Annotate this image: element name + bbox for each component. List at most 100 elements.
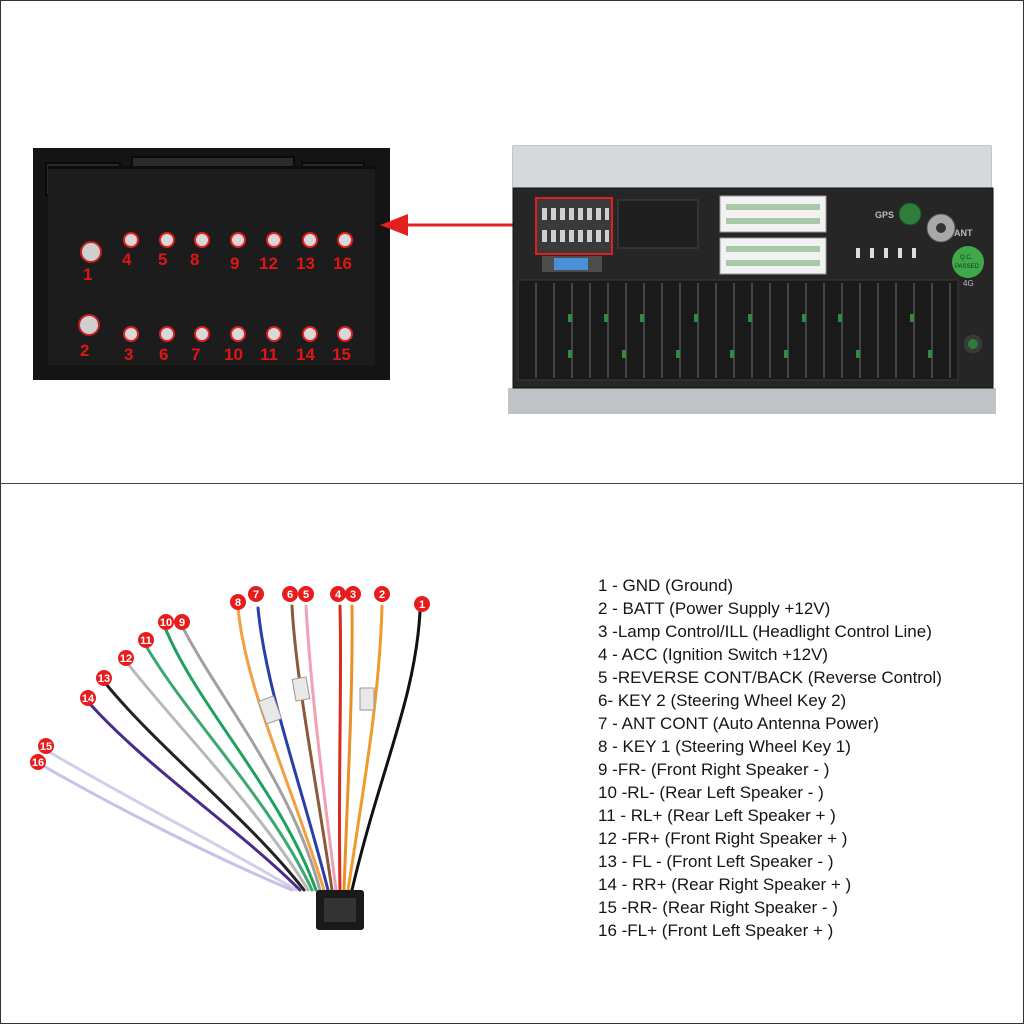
wire-badge-10	[158, 614, 174, 630]
wire-badge-11-text: 11	[140, 635, 152, 647]
legend-item-13: 13 - FL - (Front Left Speaker - )	[598, 852, 834, 871]
wire-10-green	[164, 628, 318, 892]
wire-badge-6	[282, 586, 298, 602]
wire-badge-7	[248, 586, 264, 602]
wire-badge-9-text: 9	[179, 617, 185, 629]
harness-plug-face	[324, 898, 356, 922]
radio-gps-label: GPS	[875, 210, 894, 220]
pin-5-hole	[159, 232, 175, 248]
legend-item-1: 1 - GND (Ground)	[598, 576, 734, 595]
legend-item-12: 12 -FR+ (Front Right Speaker + )	[598, 829, 848, 848]
legend-item-8: 8 - KEY 1 (Steering Wheel Key 1)	[598, 737, 851, 756]
pin-6-hole	[159, 326, 175, 342]
wire-6-brown	[290, 604, 334, 892]
pin-label-13: 13	[296, 254, 315, 273]
wire-1-black	[350, 610, 422, 892]
wire-tag	[359, 687, 375, 711]
pin-label-3: 3	[124, 345, 134, 364]
section-divider	[0, 483, 1024, 484]
wire-11-green	[144, 644, 314, 892]
pin-1-hole	[80, 241, 102, 263]
legend-item-15: 15 -RR- (Rear Right Speaker - )	[598, 898, 838, 917]
wire-12-gray	[126, 662, 310, 892]
qc-sticker-line2: PASSED	[955, 264, 980, 270]
connector-face	[48, 166, 375, 365]
wire-badge-6-text: 6	[287, 589, 293, 601]
wire-9-gray	[180, 624, 322, 892]
legend-item-10: 10 -RL- (Rear Left Speaker - )	[598, 783, 824, 802]
wire-badge-8	[230, 594, 246, 610]
pin-label-2: 2	[80, 341, 90, 360]
pin-label-12: 12	[259, 254, 278, 273]
pin-2-hole	[78, 314, 100, 336]
wire-badge-13-text: 13	[98, 673, 110, 685]
wire-badge-7-text: 7	[253, 589, 259, 601]
wire-badge-5-text: 5	[303, 589, 309, 601]
pin-label-7: 7	[191, 345, 201, 364]
wire-badge-3-text: 3	[350, 589, 356, 601]
pin-label-1: 1	[83, 265, 93, 284]
wire-badge-4-text: 4	[335, 589, 342, 601]
pin-label-5: 5	[158, 250, 168, 269]
wire-badge-12-text: 12	[120, 653, 132, 665]
pin-function-legend: 1 - GND (Ground) 2 - BATT (Power Supply …	[598, 574, 1008, 942]
wire-5-pink	[304, 604, 338, 892]
legend-item-6: 6- KEY 2 (Steering Wheel Key 2)	[598, 691, 847, 710]
wire-2-orange	[346, 604, 384, 892]
wire-badge-1	[414, 596, 430, 612]
pin-4-hole	[123, 232, 139, 248]
wire-badge-15	[38, 738, 54, 754]
wire-badge-11	[138, 632, 154, 648]
pin-15-hole	[337, 326, 353, 342]
wire-3-orange	[342, 604, 354, 892]
wire-8-orange	[236, 606, 326, 892]
wire-13-black	[104, 682, 306, 892]
pin-label-8: 8	[190, 250, 200, 269]
pin-3-hole	[123, 326, 139, 342]
pointer-arrow	[380, 214, 526, 236]
wire-badge-15-text: 15	[40, 741, 52, 753]
wire-badge-9	[174, 614, 190, 630]
pin-label-6: 6	[159, 345, 169, 364]
pin-label-11: 11	[260, 345, 278, 364]
legend-item-9: 9 -FR- (Front Right Speaker - )	[598, 760, 830, 779]
wire-badge-16	[30, 754, 46, 770]
pin-label-4: 4	[122, 250, 132, 269]
wire-badge-3	[345, 586, 361, 602]
radio-ant-label: ANT	[954, 228, 973, 238]
legend-item-3: 3 -Lamp Control/ILL (Headlight Control L…	[598, 622, 932, 641]
pin-14-hole	[302, 326, 318, 342]
pin-11-hole	[266, 326, 282, 342]
connector-closeup: 1 4 5 8 9 12 13 16 2 3 6 7 10 11 14 15	[33, 148, 390, 380]
pin-label-16: 16	[333, 254, 352, 273]
legend-item-4: 4 - ACC (Ignition Switch +12V)	[598, 645, 829, 664]
radio-code-label: 4G	[963, 279, 974, 288]
wire-badge-8-text: 8	[235, 597, 241, 609]
legend-item-7: 7 - ANT CONT (Auto Antenna Power)	[598, 714, 879, 733]
wire-16-lightviolet	[38, 762, 294, 892]
wire-15-white	[44, 748, 298, 892]
wire-badge-10-text: 10	[160, 617, 172, 629]
wire-badge-14	[80, 690, 96, 706]
legend-item-2: 2 - BATT (Power Supply +12V)	[598, 599, 831, 618]
legend-item-14: 14 - RR+ (Rear Right Speaker + )	[598, 875, 852, 894]
pin-10-hole	[230, 326, 246, 342]
legend-item-16: 16 -FL+ (Front Left Speaker + )	[598, 921, 834, 940]
legend-item-11: 11 - RL+ (Rear Left Speaker + )	[598, 806, 836, 825]
wire-badge-14-text: 14	[82, 693, 95, 705]
wire-badge-1-text: 1	[419, 599, 425, 611]
pin-8-hole	[194, 232, 210, 248]
wire-tag	[291, 676, 311, 702]
wiring-harness: 8 7 6 5 4 3 2 1 10 9 11 12 13 14 15 16	[30, 586, 430, 930]
pin-label-14: 14	[296, 345, 315, 364]
wire-14-violet	[88, 702, 302, 892]
wire-4-red	[337, 604, 343, 892]
wire-badge-5	[298, 586, 314, 602]
qc-sticker-line1: Q.C.	[960, 255, 973, 261]
pin-13-hole	[302, 232, 318, 248]
pin-label-9: 9	[230, 254, 240, 273]
radio-back-panel: GPS ANT Q.C. PASSED 4G	[508, 145, 996, 414]
wire-badge-2	[374, 586, 390, 602]
wire-badge-16-text: 16	[32, 757, 44, 769]
pin-label-10: 10	[224, 345, 243, 364]
